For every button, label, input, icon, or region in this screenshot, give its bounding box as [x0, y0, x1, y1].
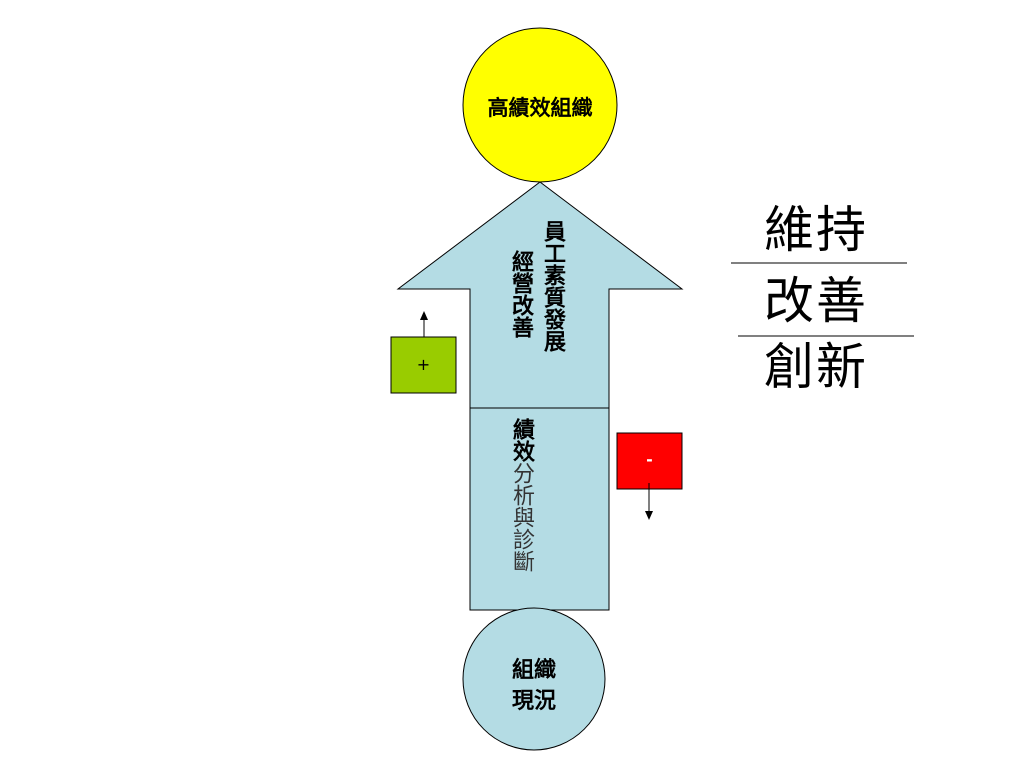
- bottom-circle-line-1: 組織: [511, 658, 556, 683]
- plus-up-arrow-head: [420, 311, 428, 320]
- right-word-improve: 改善: [764, 272, 868, 330]
- arrow-text-performance-analysis: 績效分析與診斷: [509, 418, 534, 572]
- right-word-innovate: 創新: [764, 338, 868, 396]
- arrow-text-performance: 績效: [509, 418, 534, 462]
- minus-box-label: -: [646, 450, 653, 469]
- bottom-circle-line-2: 現況: [511, 689, 556, 714]
- plus-box-label: +: [416, 355, 431, 374]
- minus-box: [616, 432, 683, 490]
- arrow-text-management-improvement: 經營改善: [508, 250, 533, 338]
- arrow-text-employee-development: 員工素質發展: [540, 220, 565, 352]
- top-circle-label: 高績效組織: [487, 96, 593, 120]
- arrow-text-analysis-diagnosis: 分析與診斷: [509, 462, 534, 572]
- right-word-maintain: 維持: [764, 201, 868, 259]
- bottom-circle: [462, 607, 606, 751]
- plus-box: [390, 336, 457, 394]
- minus-down-arrow-head: [645, 511, 653, 520]
